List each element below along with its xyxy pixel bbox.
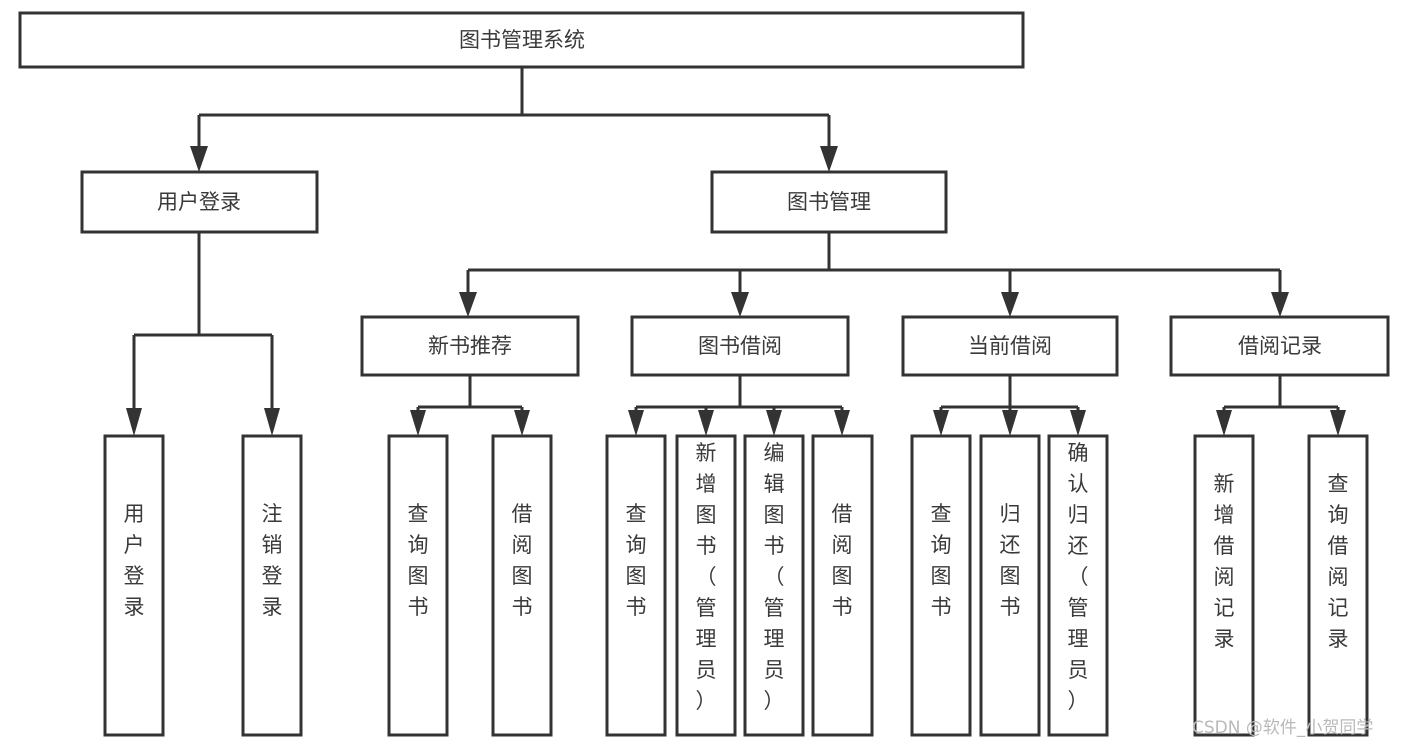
arrowhead-current-borrow bbox=[1001, 292, 1019, 317]
leaf-node-br-add-record-box[interactable] bbox=[1193, 434, 1255, 737]
arrowhead-br-add-record bbox=[1216, 410, 1232, 436]
leaf-node-br-add-record[interactable]: 新增借阅记录 bbox=[1193, 434, 1255, 737]
node-root-system[interactable]: 图书管理系统 bbox=[18, 11, 1025, 69]
leaf-node-cb-return-book-box[interactable] bbox=[979, 434, 1041, 737]
leaf-node-nb-query-book-box[interactable] bbox=[387, 434, 449, 737]
node-book-management-label: 图书管理 bbox=[787, 190, 871, 214]
leaf-node-cb-return-book-label: 归还图书 bbox=[1000, 502, 1021, 619]
leaf-node-br-query-record-box[interactable] bbox=[1307, 434, 1369, 737]
leaf-node-cb-query-book[interactable]: 查询图书 bbox=[910, 434, 972, 737]
leaf-node-user-login[interactable]: 用户登录 bbox=[103, 434, 165, 737]
leaf-node-cb-return-book[interactable]: 归还图书 bbox=[979, 434, 1041, 737]
leaf-node-bb-borrow-book-label: 借阅图书 bbox=[832, 502, 853, 619]
node-user-login-label: 用户登录 bbox=[157, 190, 241, 214]
arrowhead-cb-query-book bbox=[933, 410, 949, 436]
arrowhead-borrow-record bbox=[1271, 292, 1289, 317]
arrowhead-user-login bbox=[190, 146, 208, 172]
connectors-layer bbox=[126, 67, 1346, 436]
leaf-node-cb-confirm-return[interactable]: 确认归还（管理员） bbox=[1047, 434, 1109, 737]
node-user-login[interactable]: 用户登录 bbox=[80, 170, 319, 234]
arrowhead-new-book bbox=[459, 292, 477, 317]
arrowhead-book-borrow bbox=[731, 292, 749, 317]
node-borrow-record-box[interactable] bbox=[1169, 315, 1390, 377]
leaf-node-logout-box[interactable] bbox=[241, 434, 303, 737]
leaf-node-br-add-record-label: 新增借阅记录 bbox=[1214, 472, 1235, 651]
node-new-book-recommend-label: 新书推荐 bbox=[428, 334, 512, 358]
leaf-node-user-login-label: 用户登录 bbox=[124, 502, 145, 619]
arrowhead-bb-borrow-book bbox=[834, 410, 850, 436]
node-current-borrow-label: 当前借阅 bbox=[968, 334, 1052, 358]
leaf-node-cb-query-book-label: 查询图书 bbox=[931, 502, 952, 619]
leaf-node-logout[interactable]: 注销登录 bbox=[241, 434, 303, 737]
leaf-node-bb-query-book[interactable]: 查询图书 bbox=[605, 434, 667, 737]
node-book-management-box[interactable] bbox=[710, 170, 948, 234]
leaf-node-logout-label: 注销登录 bbox=[262, 502, 283, 619]
leaf-node-br-query-record[interactable]: 查询借阅记录 bbox=[1307, 434, 1369, 737]
node-user-login-box[interactable] bbox=[80, 170, 319, 234]
leaf-node-nb-borrow-book[interactable]: 借阅图书 bbox=[491, 434, 553, 737]
node-book-borrow-label: 图书借阅 bbox=[698, 334, 782, 358]
leaf-node-bb-edit-book-label: 编辑图书（管理员） bbox=[764, 441, 785, 713]
leaf-node-cb-confirm-return-label: 确认归还（管理员） bbox=[1068, 441, 1089, 713]
leaf-node-bb-query-book-box[interactable] bbox=[605, 434, 667, 737]
leaf-node-bb-add-book[interactable]: 新增图书（管理员） bbox=[675, 434, 737, 737]
node-borrow-record[interactable]: 借阅记录 bbox=[1169, 315, 1390, 377]
leaf-node-nb-borrow-book-label: 借阅图书 bbox=[512, 502, 533, 619]
node-new-book-recommend[interactable]: 新书推荐 bbox=[360, 315, 580, 377]
leaf-node-bb-borrow-book[interactable]: 借阅图书 bbox=[811, 434, 874, 737]
leaf-node-bb-borrow-book-box[interactable] bbox=[811, 434, 874, 737]
node-borrow-record-label: 借阅记录 bbox=[1238, 334, 1322, 358]
leaf-node-br-query-record-label: 查询借阅记录 bbox=[1328, 472, 1349, 651]
leaf-node-cb-confirm-return-box[interactable] bbox=[1047, 434, 1109, 737]
leaf-node-bb-add-book-label: 新增图书（管理员） bbox=[696, 441, 717, 713]
node-current-borrow[interactable]: 当前借阅 bbox=[901, 315, 1119, 377]
arrowhead-nb-query-book bbox=[410, 410, 426, 436]
node-book-borrow[interactable]: 图书借阅 bbox=[630, 315, 850, 377]
leaf-node-bb-query-book-label: 查询图书 bbox=[626, 502, 647, 619]
arrowhead-bb-add-book bbox=[698, 410, 714, 436]
leaf-node-nb-query-book-label: 查询图书 bbox=[408, 502, 429, 619]
arrowhead-cb-return-book bbox=[1002, 410, 1018, 436]
leaf-node-user-login-box[interactable] bbox=[103, 434, 165, 737]
arrowhead-br-query-record bbox=[1330, 410, 1346, 436]
leaf-node-bb-edit-book[interactable]: 编辑图书（管理员） bbox=[743, 434, 805, 737]
node-root-system-box[interactable] bbox=[18, 11, 1025, 69]
node-current-borrow-box[interactable] bbox=[901, 315, 1119, 377]
arrowhead-bb-query-book bbox=[628, 410, 644, 436]
leaf-node-bb-edit-book-box[interactable] bbox=[743, 434, 805, 737]
arrowhead-book-mgmt bbox=[820, 146, 838, 172]
arrowhead-cb-confirm-return bbox=[1070, 410, 1086, 436]
arrowhead-bb-edit-book bbox=[766, 410, 782, 436]
leaf-node-nb-query-book[interactable]: 查询图书 bbox=[387, 434, 449, 737]
node-new-book-recommend-box[interactable] bbox=[360, 315, 580, 377]
leaf-node-nb-borrow-book-box[interactable] bbox=[491, 434, 553, 737]
leaf-node-cb-query-book-box[interactable] bbox=[910, 434, 972, 737]
csdn-watermark: CSDN @软件_小贺同学 bbox=[1192, 718, 1373, 738]
leaf-node-bb-add-book-box[interactable] bbox=[675, 434, 737, 737]
node-book-management[interactable]: 图书管理 bbox=[710, 170, 948, 234]
arrowhead-nb-borrow-book bbox=[514, 410, 530, 436]
node-root-system-label: 图书管理系统 bbox=[459, 28, 585, 52]
node-book-borrow-box[interactable] bbox=[630, 315, 850, 377]
arrowhead-leaf-user-login bbox=[126, 408, 142, 436]
arrowhead-leaf-logout bbox=[264, 408, 280, 436]
